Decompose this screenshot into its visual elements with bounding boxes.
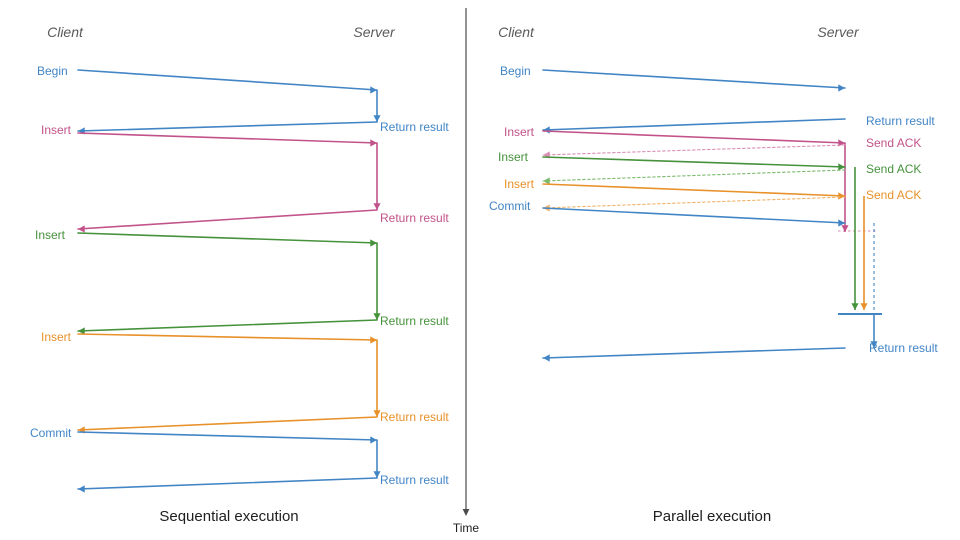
message-label-insert1-request: Insert — [504, 125, 535, 139]
message-insert1-request: Insert — [504, 125, 846, 147]
message-arrowhead-insert1-request — [370, 139, 377, 147]
message-line-insert2-ack[interactable] — [542, 169, 846, 182]
message-commit-return: Return result — [542, 341, 938, 362]
message-line-begin-return[interactable] — [542, 118, 846, 131]
message-line-begin-request[interactable] — [77, 69, 378, 91]
message-line-begin-return[interactable] — [77, 121, 378, 132]
message-label-insert2-return: Return result — [380, 314, 449, 328]
join-return-arrowhead — [870, 341, 878, 348]
message-line-begin-request[interactable] — [542, 69, 846, 89]
message-begin-return: Return result — [77, 120, 449, 135]
message-line-insert3-return[interactable] — [77, 416, 378, 431]
lifeline-arrowhead-lifeline-insert2-green — [851, 303, 859, 310]
message-insert1-ack: Send ACK — [542, 136, 921, 159]
message-begin-return: Return result — [542, 114, 935, 134]
message-insert3-request: Insert — [504, 177, 846, 200]
time-axis-label: Time — [453, 521, 480, 535]
message-label-insert2-request: Insert — [35, 228, 66, 242]
message-label-begin-return: Return result — [866, 114, 935, 128]
message-arrowhead-commit-return — [543, 354, 550, 362]
message-commit-return: Return result — [77, 473, 449, 493]
message-line-commit-return[interactable] — [77, 477, 378, 490]
message-label-insert1-request: Insert — [41, 123, 72, 137]
activation-arrowhead-activation-insert3 — [373, 410, 381, 417]
activation-arrowhead-activation-commit — [373, 471, 381, 478]
message-arrowhead-commit-request — [838, 219, 845, 227]
message-line-insert1-request[interactable] — [542, 130, 846, 144]
message-label-begin-request: Begin — [37, 64, 68, 78]
time-axis: Time — [453, 8, 480, 535]
message-label-commit-return: Return result — [869, 341, 938, 355]
client-lane-title: Client — [47, 24, 84, 40]
message-arrowhead-begin-request — [838, 84, 845, 92]
message-line-insert2-return[interactable] — [77, 319, 378, 332]
message-arrowhead-insert2-ack — [543, 177, 550, 185]
message-label-commit-request: Commit — [489, 199, 531, 213]
message-line-insert3-ack[interactable] — [542, 196, 846, 209]
message-arrowhead-insert2-request — [370, 239, 377, 247]
message-insert2-request: Insert — [498, 150, 846, 171]
message-insert2-ack: Send ACK — [542, 162, 921, 185]
message-commit-request: Commit — [30, 426, 378, 444]
message-label-insert3-request: Insert — [504, 177, 535, 191]
message-begin-request: Begin — [37, 64, 378, 94]
message-arrowhead-insert3-request — [838, 192, 845, 200]
message-arrowhead-insert1-return — [78, 225, 85, 233]
message-arrowhead-commit-request — [370, 436, 377, 444]
message-arrowhead-begin-return — [543, 126, 550, 134]
message-line-insert2-request[interactable] — [77, 232, 378, 244]
message-arrowhead-commit-return — [78, 485, 85, 493]
message-insert1-request: Insert — [41, 123, 378, 147]
message-label-begin-request: Begin — [500, 64, 531, 78]
message-commit-request: Commit — [489, 199, 846, 227]
time-axis-arrowhead — [462, 509, 470, 516]
activation-arrowhead-activation-insert2 — [373, 313, 381, 320]
panel-caption: Sequential execution — [159, 508, 298, 525]
message-arrowhead-insert2-request — [838, 163, 845, 171]
message-line-commit-request[interactable] — [542, 207, 846, 224]
message-line-insert3-request[interactable] — [542, 183, 846, 197]
message-insert3-return: Return result — [77, 410, 449, 434]
activation-arrowhead-activation-insert1 — [373, 203, 381, 210]
message-label-begin-return: Return result — [380, 120, 449, 134]
message-line-insert1-ack[interactable] — [542, 144, 846, 156]
message-label-insert3-request: Insert — [41, 330, 72, 344]
message-label-insert3-ack: Send ACK — [866, 188, 921, 202]
message-insert2-request: Insert — [35, 228, 378, 247]
message-label-insert1-ack: Send ACK — [866, 136, 921, 150]
message-label-insert1-return: Return result — [380, 211, 449, 225]
message-line-insert3-request[interactable] — [77, 333, 378, 341]
message-insert1-return: Return result — [77, 209, 449, 233]
message-line-commit-request[interactable] — [77, 431, 378, 441]
lifeline-arrowhead-lifeline-insert1-pink — [841, 225, 849, 232]
message-label-insert2-ack: Send ACK — [866, 162, 921, 176]
message-insert2-return: Return result — [77, 314, 449, 335]
message-insert3-ack: Send ACK — [542, 188, 921, 212]
message-line-insert1-request[interactable] — [77, 132, 378, 144]
message-line-insert2-request[interactable] — [542, 156, 846, 168]
message-label-insert2-request: Insert — [498, 150, 529, 164]
message-line-commit-return[interactable] — [542, 347, 846, 359]
lifeline-arrowhead-lifeline-insert3-orange — [860, 303, 868, 310]
message-label-commit-return: Return result — [380, 473, 449, 487]
client-lane-title: Client — [498, 24, 535, 40]
message-begin-request: Begin — [500, 64, 846, 92]
message-insert3-request: Insert — [41, 330, 378, 344]
server-lane-title: Server — [817, 24, 860, 40]
message-label-commit-request: Commit — [30, 426, 72, 440]
message-arrowhead-insert3-request — [370, 336, 377, 344]
message-arrowhead-insert2-return — [78, 327, 85, 335]
message-arrowhead-begin-request — [370, 86, 377, 94]
panel-caption: Parallel execution — [653, 508, 771, 525]
activation-arrowhead-activation-begin — [373, 115, 381, 122]
message-line-insert1-return[interactable] — [77, 209, 378, 230]
message-label-insert3-return: Return result — [380, 410, 449, 424]
server-lane-title: Server — [353, 24, 396, 40]
